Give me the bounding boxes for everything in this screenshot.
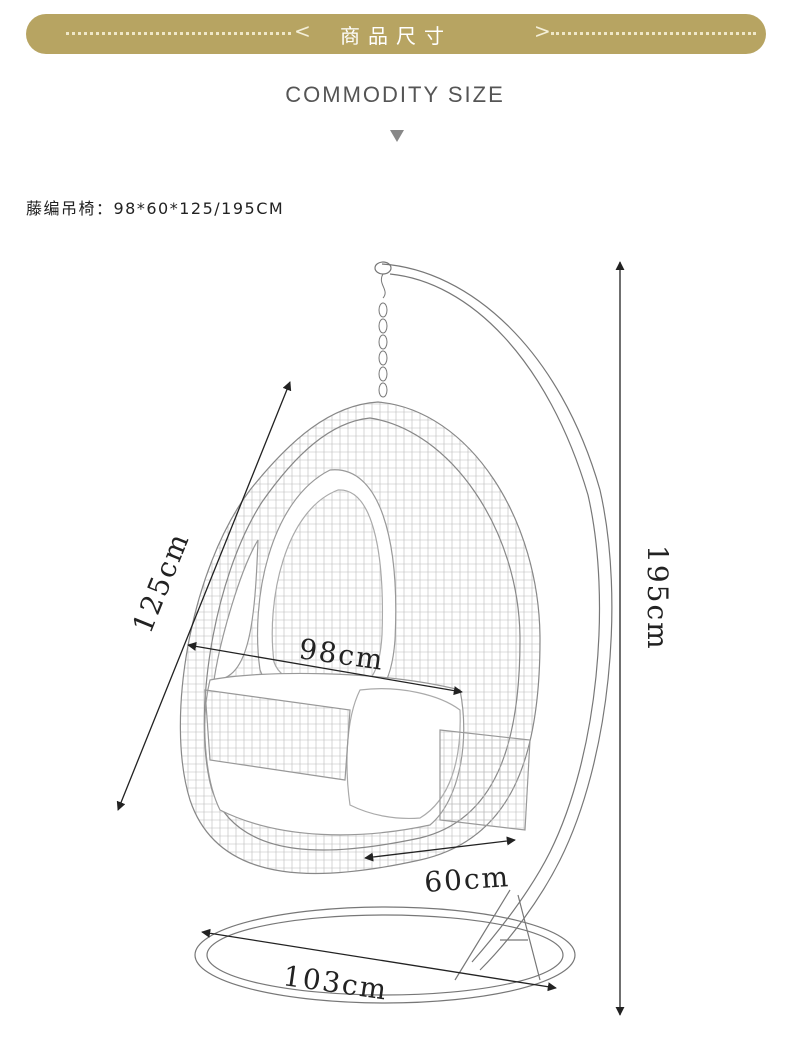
triangle-down-icon xyxy=(390,130,404,142)
label-125cm: 125cm xyxy=(126,527,196,637)
chevron-left-icon: < xyxy=(294,19,311,43)
egg-chair xyxy=(179,401,541,875)
hanging-chain xyxy=(378,273,388,398)
dimension-lines xyxy=(116,261,625,1016)
product-spec-text: 藤编吊椅：98*60*125/195CM xyxy=(26,199,285,218)
arrow-125cm xyxy=(116,381,292,811)
arrow-60cm xyxy=(364,836,516,862)
chevron-right-icon: > xyxy=(534,19,551,43)
chair-dimension-drawing: 125cm 98cm 60cm 103cm 195cm xyxy=(116,261,674,1016)
label-195cm: 195cm xyxy=(641,545,674,651)
section-header-banner: < 商品尺寸 > xyxy=(26,14,766,54)
arrow-98cm xyxy=(187,641,463,696)
banner-dots-right xyxy=(551,32,756,35)
label-60cm: 60cm xyxy=(423,860,511,899)
banner-dots-left xyxy=(66,32,291,35)
section-subtitle: COMMODITY SIZE xyxy=(285,82,505,107)
section-title: 商品尺寸 xyxy=(340,24,452,48)
arrow-103cm xyxy=(201,928,557,992)
label-103cm: 103cm xyxy=(281,959,390,1006)
